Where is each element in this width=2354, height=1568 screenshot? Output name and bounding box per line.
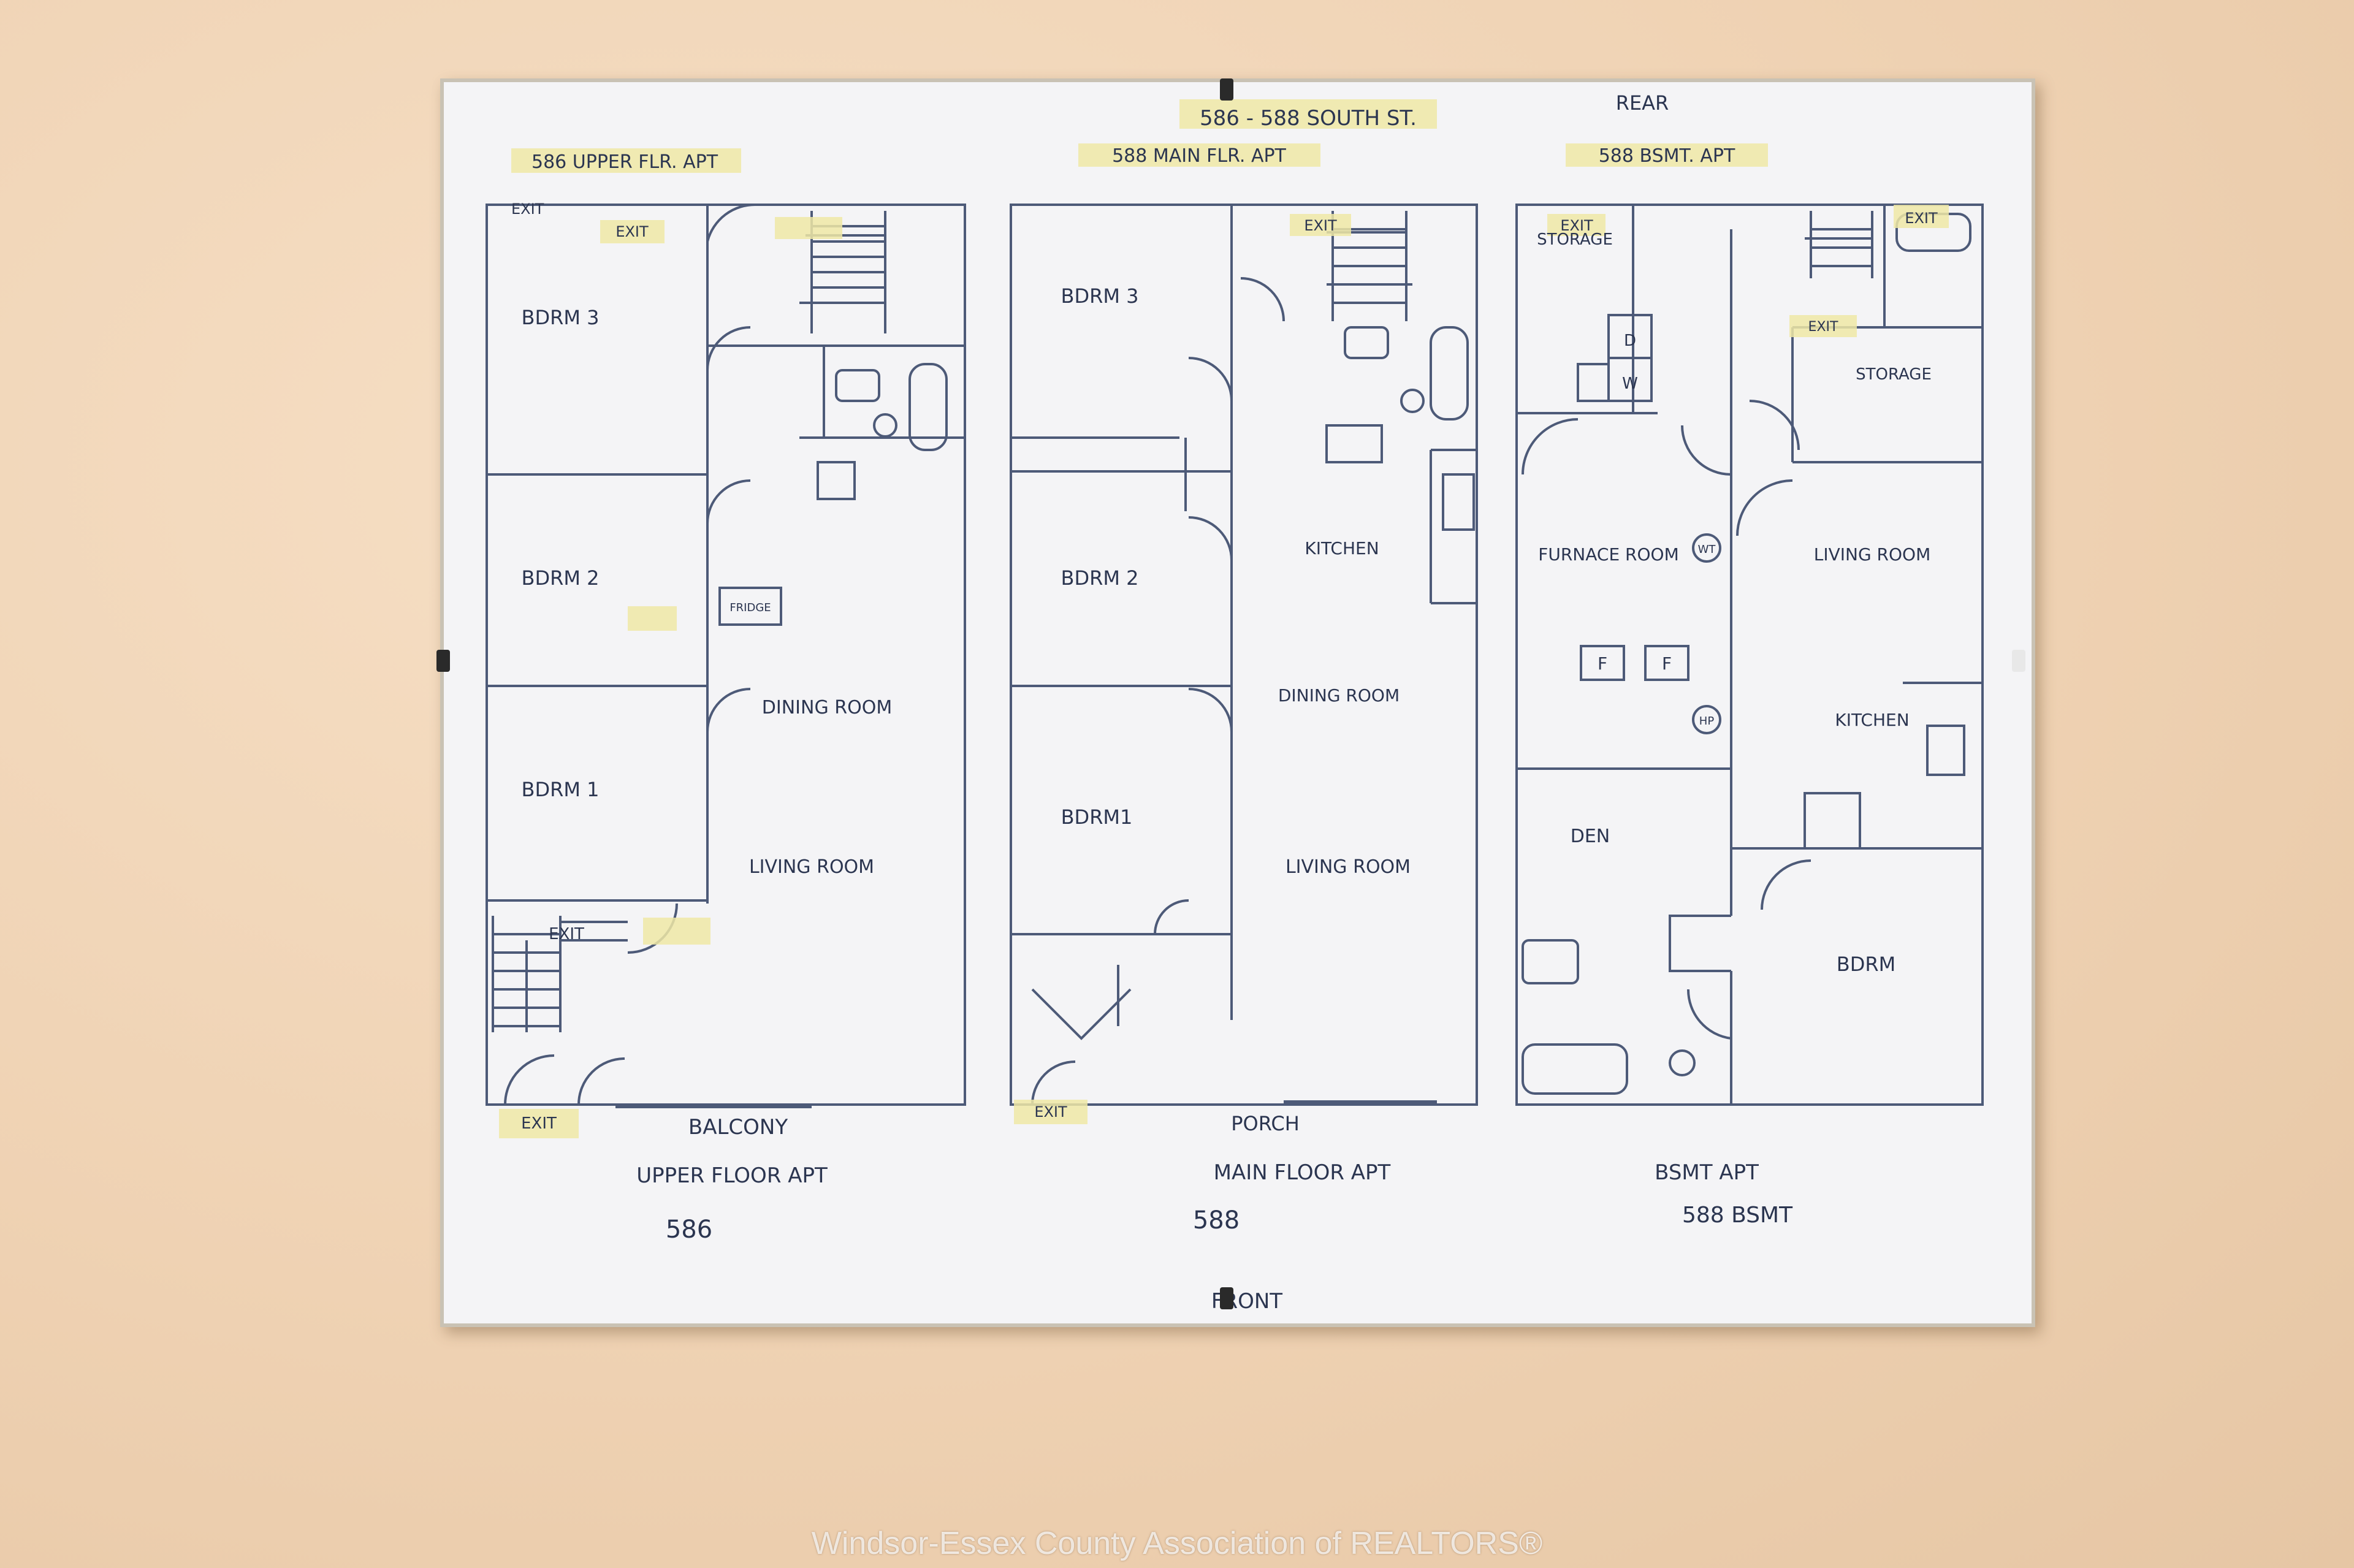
frame-clip-left [436,650,450,672]
watermark: Windsor-Essex County Association of REAL… [811,1526,1543,1561]
plan1-outline [486,204,966,1106]
floor-plan-drawing: 586 - 588 SOUTH ST. REAR FRONT 586 UPPER… [486,91,1984,1314]
plan1-room-bdrm3: BDRM 3 [522,306,600,329]
plan3-room-kitchen: KITCHEN [1835,710,1909,730]
plan2-outline [1010,204,1478,1106]
plan2-room-bdrm2: BDRM 2 [1061,566,1139,590]
rear-label: REAR [1616,91,1669,115]
plan3-fixture-f2: F [1662,653,1672,674]
plan3-room-den: DEN [1571,826,1610,847]
plan2-room-bdrm1: BDRM1 [1061,805,1133,829]
plan1-tag: 586 UPPER FLR. APT [531,151,718,173]
plan1-room-dining: DINING ROOM [762,697,892,718]
plan3-room-furnace: FURNACE ROOM [1538,544,1679,565]
plan1-caption-number: 586 [666,1216,712,1244]
plan3-caption: BSMT APT [1655,1160,1759,1185]
plan3-fixture-hp: HP [1699,715,1715,728]
plan2-exit-1: EXIT [1304,217,1337,234]
plan1-room-bdrm2: BDRM 2 [522,566,600,590]
plan3-exit-2: EXIT [1808,319,1838,335]
plan2-outside-label: PORCH [1231,1112,1300,1135]
framed-floor-plan: 586 - 588 SOUTH ST. REAR FRONT 586 UPPER… [440,78,2035,1327]
plan3-tag: 588 BSMT. APT [1599,145,1735,167]
plan1-fridge: FRIDGE [729,601,771,614]
plan3-outline [1515,204,1984,1106]
plan1-exit-2: EXIT [615,223,649,240]
plan2-room-kitchen: KITCHEN [1305,538,1379,558]
plan1-outside-label: BALCONY [688,1115,788,1140]
plan3-fixture-wt: WT [1698,543,1716,556]
plan2-room-living: LIVING ROOM [1286,856,1411,878]
plan3-washer-label: W [1622,375,1638,393]
plan2-exit-2: EXIT [1560,217,1593,234]
plan3-caption-number: 588 BSMT [1682,1203,1793,1228]
plan3-exit-1: EXIT [1905,210,1938,227]
plan1-exit-4: EXIT [521,1114,557,1133]
plan1-room-living: LIVING ROOM [749,856,874,878]
plan3-room-bdrm: BDRM [1837,953,1895,976]
plan2-caption: MAIN FLOOR APT [1214,1160,1391,1185]
plan2-tag: 588 MAIN FLR. APT [1112,145,1286,167]
plan2-caption-number: 588 [1193,1206,1240,1235]
frame-clip-bottom [1220,1287,1233,1309]
plan1-room-bdrm1: BDRM 1 [522,778,600,801]
tape-strips [499,99,1949,1138]
plan1-caption: UPPER FLOOR APT [636,1163,828,1188]
plan2-exit-3: EXIT [1034,1103,1067,1121]
plan1-exit-1: EXIT [511,200,544,218]
plan3-dryer-label: D [1624,332,1636,350]
frame-clip-top [1220,78,1233,101]
plan3-room-living: LIVING ROOM [1814,544,1931,565]
plan3-room-storage-2: STORAGE [1856,365,1932,384]
plan3-fixture-f1: F [1598,653,1607,674]
address-title: 586 - 588 SOUTH ST. [1200,106,1417,131]
plan2-room-dining: DINING ROOM [1278,685,1400,706]
plan3-room-storage-1: STORAGE [1537,230,1613,249]
frame-clip-right [2012,650,2025,672]
plan2-room-bdrm3: BDRM 3 [1061,284,1139,308]
plan1-exit-3: EXIT [549,925,584,943]
